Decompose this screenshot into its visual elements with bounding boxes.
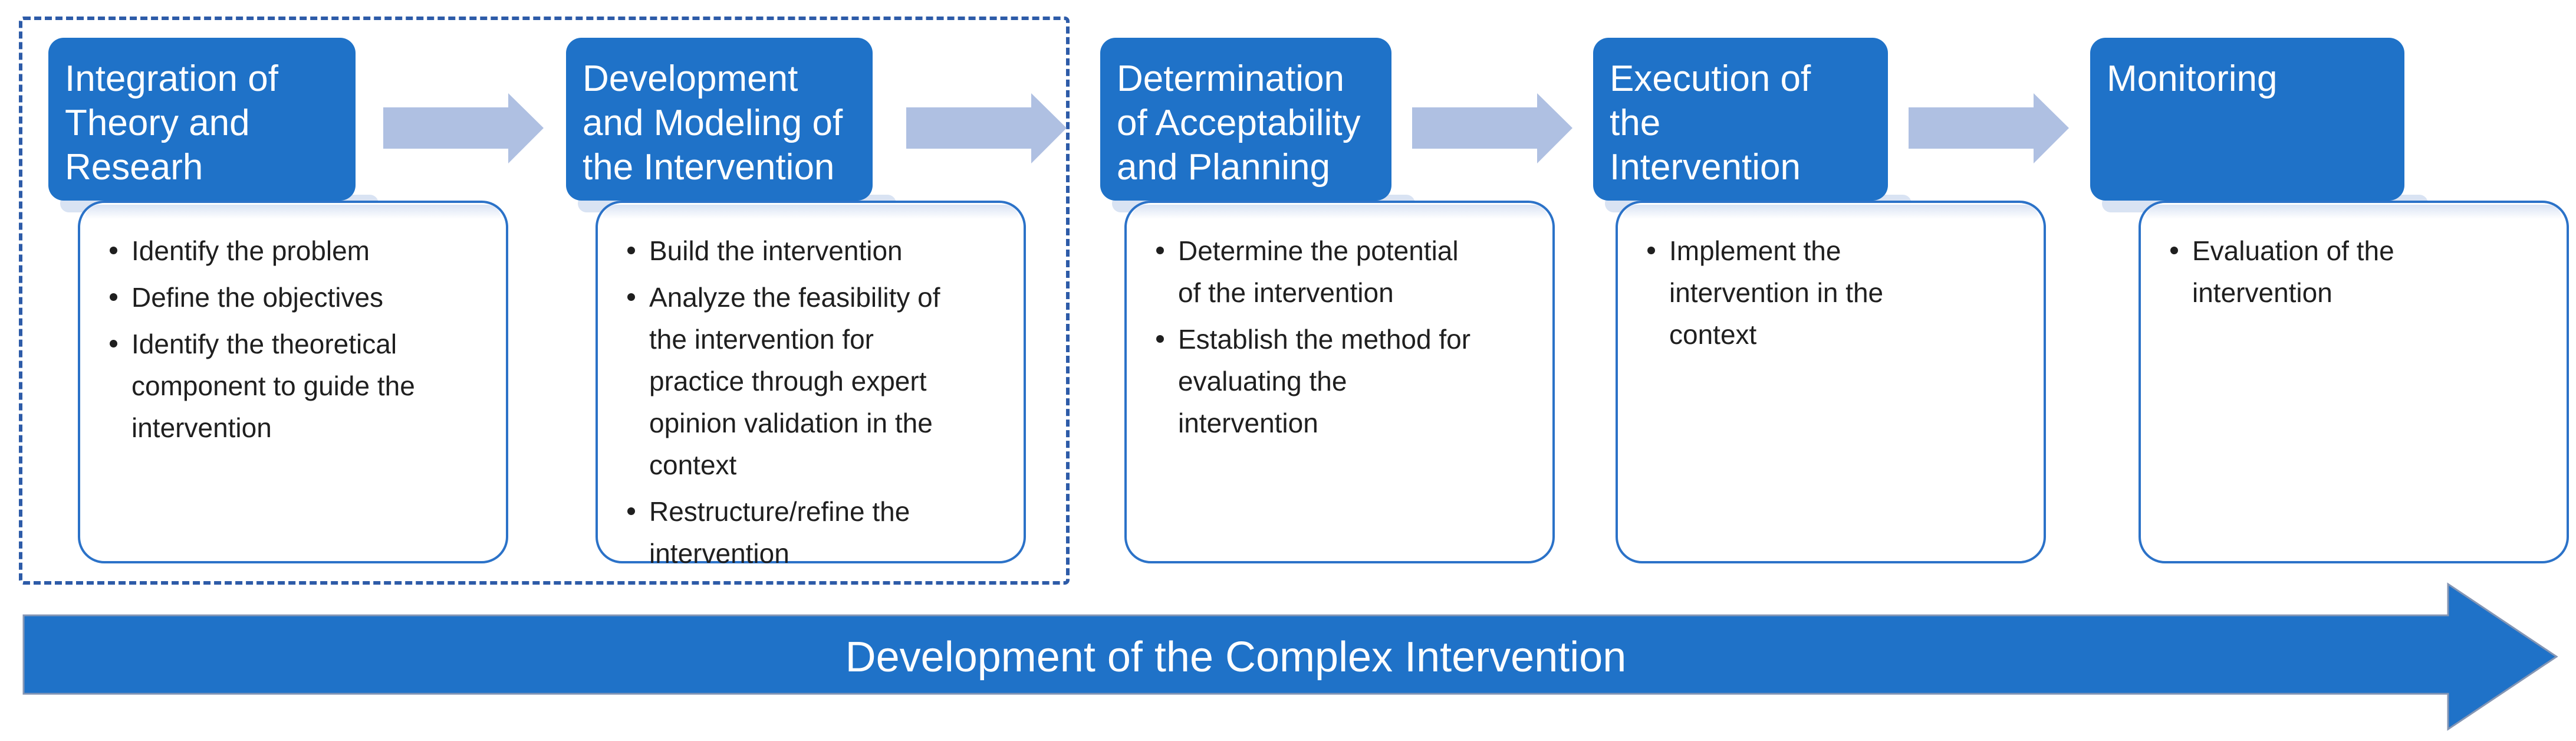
stage-3-title: Determination of Acceptability and Plann…	[1117, 58, 1361, 188]
bullet-text: Define the objectives	[131, 282, 384, 313]
stage-4-detail-box: Implement the intervention in the contex…	[1616, 201, 2046, 563]
bottom-arrow-shape	[22, 582, 2558, 731]
development-phase-dashed-frame	[19, 17, 1070, 585]
bullet-dot	[2170, 247, 2178, 254]
flow-arrow-icon	[1412, 93, 1572, 163]
stage-4-header-box: Execution of the Intervention	[1593, 38, 1888, 201]
stage-5-title: Monitoring	[2107, 58, 2278, 99]
stage-5-header-box: Monitoring	[2090, 38, 2404, 201]
bullet-text: Evaluation of the intervention	[2192, 235, 2394, 308]
stage-1-header-box: Integration of Theory and Researh	[48, 38, 356, 201]
bullet-dot	[627, 293, 635, 301]
list-item: Restructure/refine the intervention	[627, 491, 1009, 575]
bullet-text: Establish the method for evaluating the …	[1178, 324, 1471, 438]
stage-1-title: Integration of Theory and Researh	[65, 58, 278, 188]
list-item: Implement the intervention in the contex…	[1647, 230, 2029, 356]
list-item: Determine the potential of the intervent…	[1156, 230, 1538, 314]
bullet-dot	[110, 340, 117, 347]
stage-2-title: Development and Modeling of the Interven…	[583, 58, 843, 188]
bullet-text: Identify the problem	[131, 235, 370, 266]
bullet-dot	[627, 507, 635, 515]
stage-2-header-box: Development and Modeling of the Interven…	[566, 38, 873, 201]
bullet-dot	[1156, 335, 1164, 343]
stage-4-title: Execution of the Intervention	[1610, 58, 1811, 188]
bullet-text: Build the intervention	[649, 235, 903, 266]
stage-5-detail-box: Evaluation of the intervention	[2139, 201, 2569, 563]
list-item: Establish the method for evaluating the …	[1156, 319, 1538, 444]
list-item: Evaluation of the intervention	[2170, 230, 2552, 314]
bullet-text: Analyze the feasibility of the intervent…	[649, 282, 940, 480]
bullet-dot	[1647, 247, 1655, 254]
bullet-text: Determine the potential of the intervent…	[1178, 235, 1459, 308]
list-item: Identify the theoretical component to gu…	[110, 323, 492, 449]
flow-arrow-icon	[383, 93, 544, 163]
list-item: Build the intervention	[627, 230, 1009, 272]
bullet-dot	[627, 247, 635, 254]
flow-arrow-icon	[1909, 93, 2069, 163]
stage-2-detail-box: Build the intervention Analyze the feasi…	[596, 201, 1026, 569]
bottom-arrow-label: Development of the Complex Intervention	[845, 634, 1627, 681]
bullet-dot	[110, 247, 117, 254]
bullet-text: Identify the theoretical component to gu…	[131, 329, 415, 443]
bullet-dot	[110, 293, 117, 301]
list-item: Define the objectives	[110, 277, 492, 319]
bullet-text: Implement the intervention in the contex…	[1669, 235, 1884, 350]
stage-3-detail-box: Determine the potential of the intervent…	[1124, 201, 1555, 563]
list-item: Identify the problem	[110, 230, 492, 272]
bullet-text: Restructure/refine the intervention	[649, 496, 910, 569]
flow-arrow-icon	[906, 93, 1067, 163]
bullet-dot	[1156, 247, 1164, 254]
stage-1-detail-box: Identify the problem Define the objectiv…	[78, 201, 508, 563]
stage-3-header-box: Determination of Acceptability and Plann…	[1100, 38, 1391, 201]
list-item: Analyze the feasibility of the intervent…	[627, 277, 1009, 486]
